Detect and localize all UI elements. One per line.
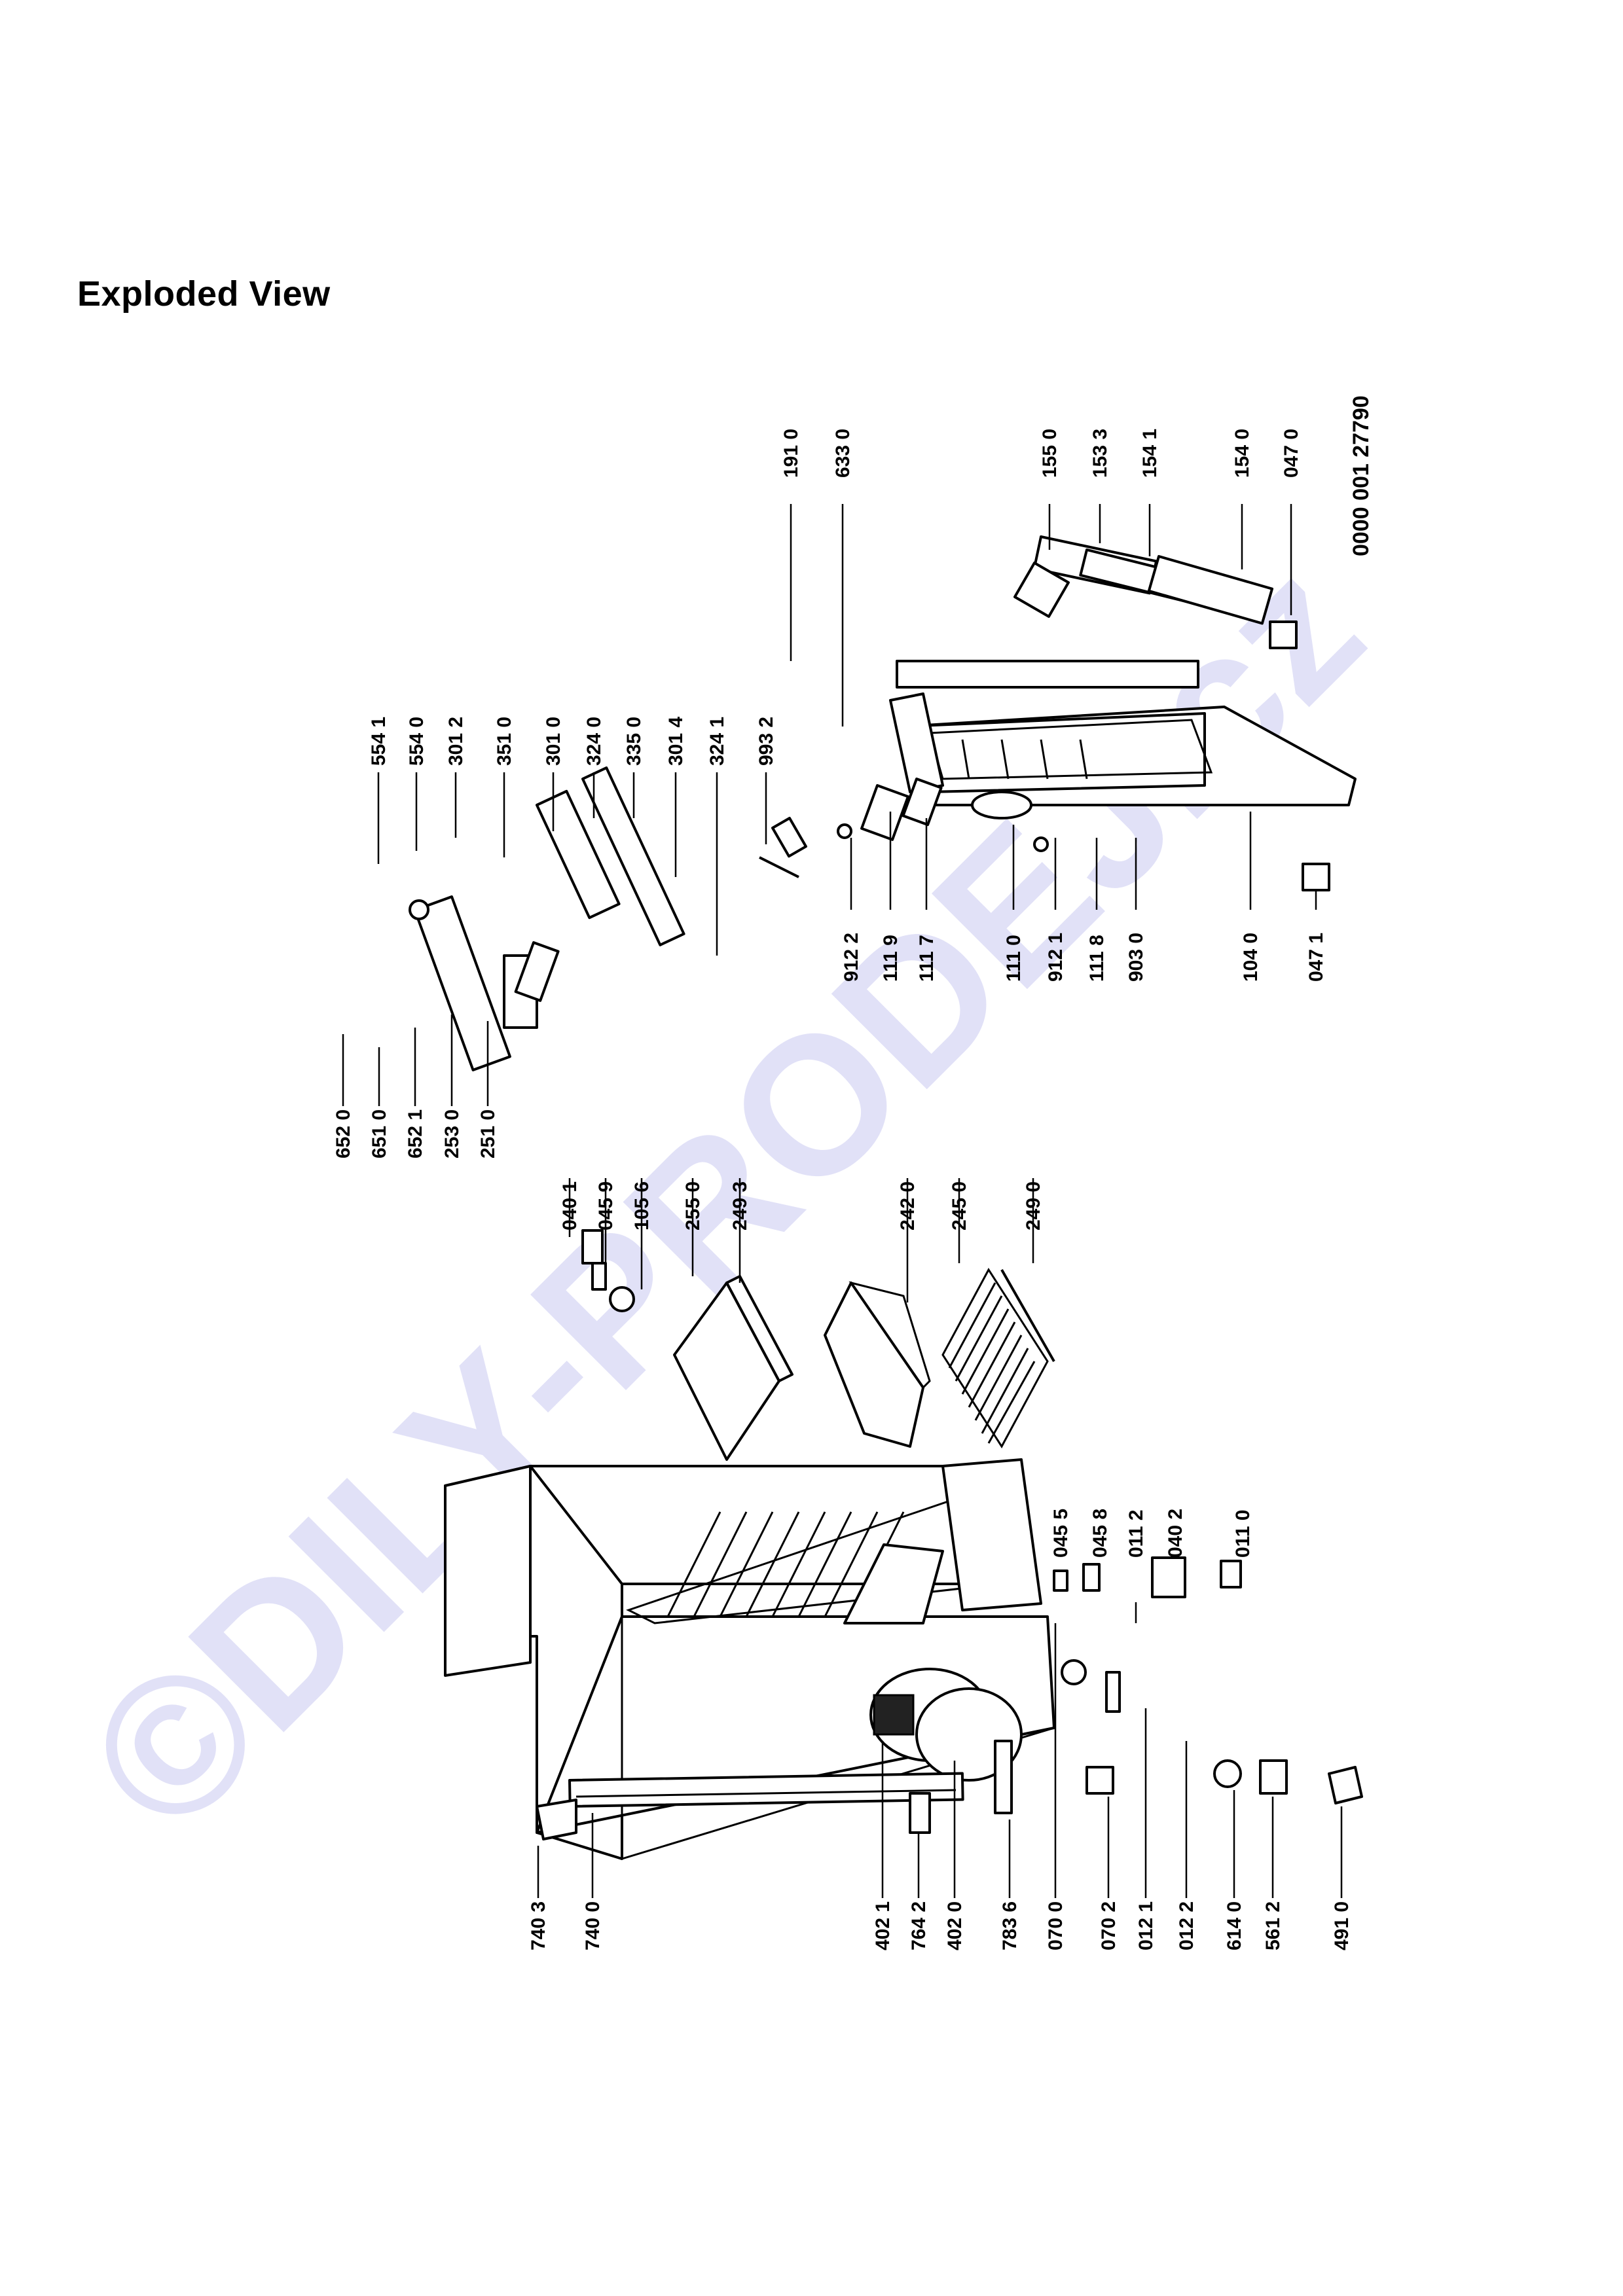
label-1541: 154 1 — [1139, 429, 1161, 478]
label-1119: 111 9 — [880, 935, 902, 982]
label-6521: 652 1 — [405, 1109, 426, 1158]
parts-shelves — [673, 1268, 1055, 1461]
label-7836: 783 6 — [999, 1901, 1021, 1950]
label-0458: 045 8 — [1089, 1509, 1111, 1558]
label-9932: 993 2 — [756, 717, 777, 766]
label-5541: 554 1 — [368, 717, 390, 766]
label-1117: 111 7 — [916, 935, 938, 982]
label-3014: 301 4 — [665, 717, 687, 766]
label-1040: 104 0 — [1240, 933, 1262, 982]
label-0471: 047 1 — [1305, 933, 1327, 982]
label-0700: 070 0 — [1045, 1901, 1067, 1950]
label-6330: 633 0 — [832, 429, 854, 478]
label-3350: 335 0 — [623, 717, 645, 766]
cabinet — [444, 1458, 1055, 1861]
label-0110: 011 0 — [1232, 1510, 1254, 1558]
label-0401: 040 1 — [559, 1181, 581, 1230]
label-2530: 253 0 — [441, 1109, 463, 1158]
label-1533: 153 3 — [1089, 429, 1111, 478]
label-9122: 912 2 — [841, 933, 862, 982]
door — [889, 535, 1357, 891]
wire-shelf — [941, 1268, 1049, 1448]
label-1550: 155 0 — [1039, 429, 1061, 478]
label-3012: 301 2 — [445, 717, 467, 766]
leader-lines — [342, 504, 1343, 1898]
label-3240: 324 0 — [583, 717, 605, 766]
label-2510: 251 0 — [477, 1109, 499, 1158]
label-6140: 614 0 — [1224, 1901, 1245, 1950]
label-2550: 255 0 — [682, 1181, 704, 1230]
label-5540: 554 0 — [406, 717, 428, 766]
label-1056: 105 6 — [631, 1181, 653, 1230]
parts-hardware — [581, 778, 1363, 1834]
label-4910: 491 0 — [1331, 1901, 1353, 1950]
label-2493: 249 3 — [729, 1181, 751, 1230]
label-3010: 301 0 — [543, 717, 564, 766]
label-4020: 402 0 — [944, 1901, 966, 1950]
label-1540: 154 0 — [1231, 429, 1253, 478]
label-3241: 324 1 — [706, 717, 728, 766]
label-0455: 045 5 — [1050, 1509, 1072, 1558]
label-1110: 111 0 — [1003, 935, 1025, 982]
label-0402: 040 2 — [1165, 1509, 1186, 1558]
label-6510: 651 0 — [369, 1109, 390, 1158]
label-7642: 764 2 — [908, 1901, 930, 1950]
label-0702: 070 2 — [1098, 1901, 1120, 1950]
label-0459: 045 9 — [595, 1181, 617, 1230]
label-9121: 912 1 — [1045, 933, 1067, 982]
label-0121: 012 1 — [1135, 1901, 1157, 1950]
label-5612: 561 2 — [1262, 1901, 1284, 1950]
label-0112: 011 2 — [1125, 1510, 1147, 1558]
label-9030: 903 0 — [1125, 933, 1147, 982]
label-4021: 402 1 — [872, 1901, 894, 1950]
label-7400: 740 0 — [582, 1901, 604, 1950]
label-2420: 242 0 — [897, 1181, 919, 1230]
shelf-rails — [666, 1511, 905, 1617]
label-1118: 111 8 — [1086, 935, 1108, 982]
label-6520: 652 0 — [333, 1109, 354, 1158]
page-title: Exploded View — [77, 274, 331, 314]
label-3510: 351 0 — [494, 717, 515, 766]
label-0122: 012 2 — [1176, 1901, 1197, 1950]
label-7403: 740 3 — [528, 1901, 549, 1950]
document-number: 0000 001 27790 — [1349, 395, 1374, 556]
label-2450: 245 0 — [949, 1181, 970, 1230]
label-2490: 249 0 — [1023, 1181, 1044, 1230]
label-0470: 047 0 — [1281, 429, 1302, 478]
label-1910: 191 0 — [780, 429, 802, 478]
part-labels: 740 3 740 0 402 1 764 2 402 0 783 6 070 … — [333, 395, 1374, 1950]
